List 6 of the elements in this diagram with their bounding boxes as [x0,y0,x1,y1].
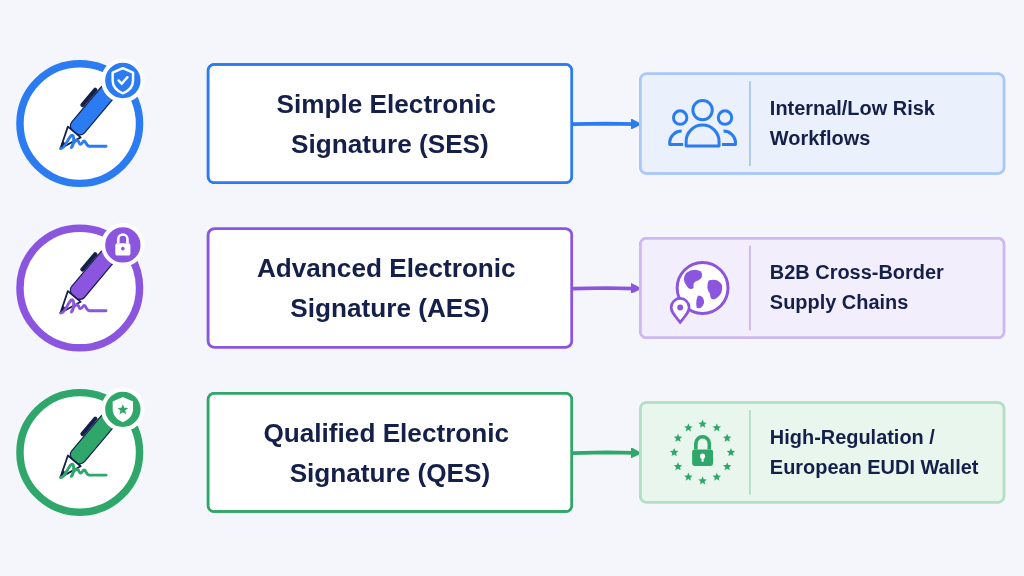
use-case-box: High-Regulation / European EUDI Wallet [639,401,1006,504]
signature-type-box: Advanced Electronic Signature (AES) [206,227,574,349]
use-case-box: Internal/Low Risk Workflows [639,72,1006,175]
use-case-box: B2B Cross-Border Supply Chains [639,236,1006,340]
signature-type-box: Qualified Electronic Signature (QES) [206,392,574,513]
signature-type-box: Simple Electronic Signature (SES) [206,63,574,184]
